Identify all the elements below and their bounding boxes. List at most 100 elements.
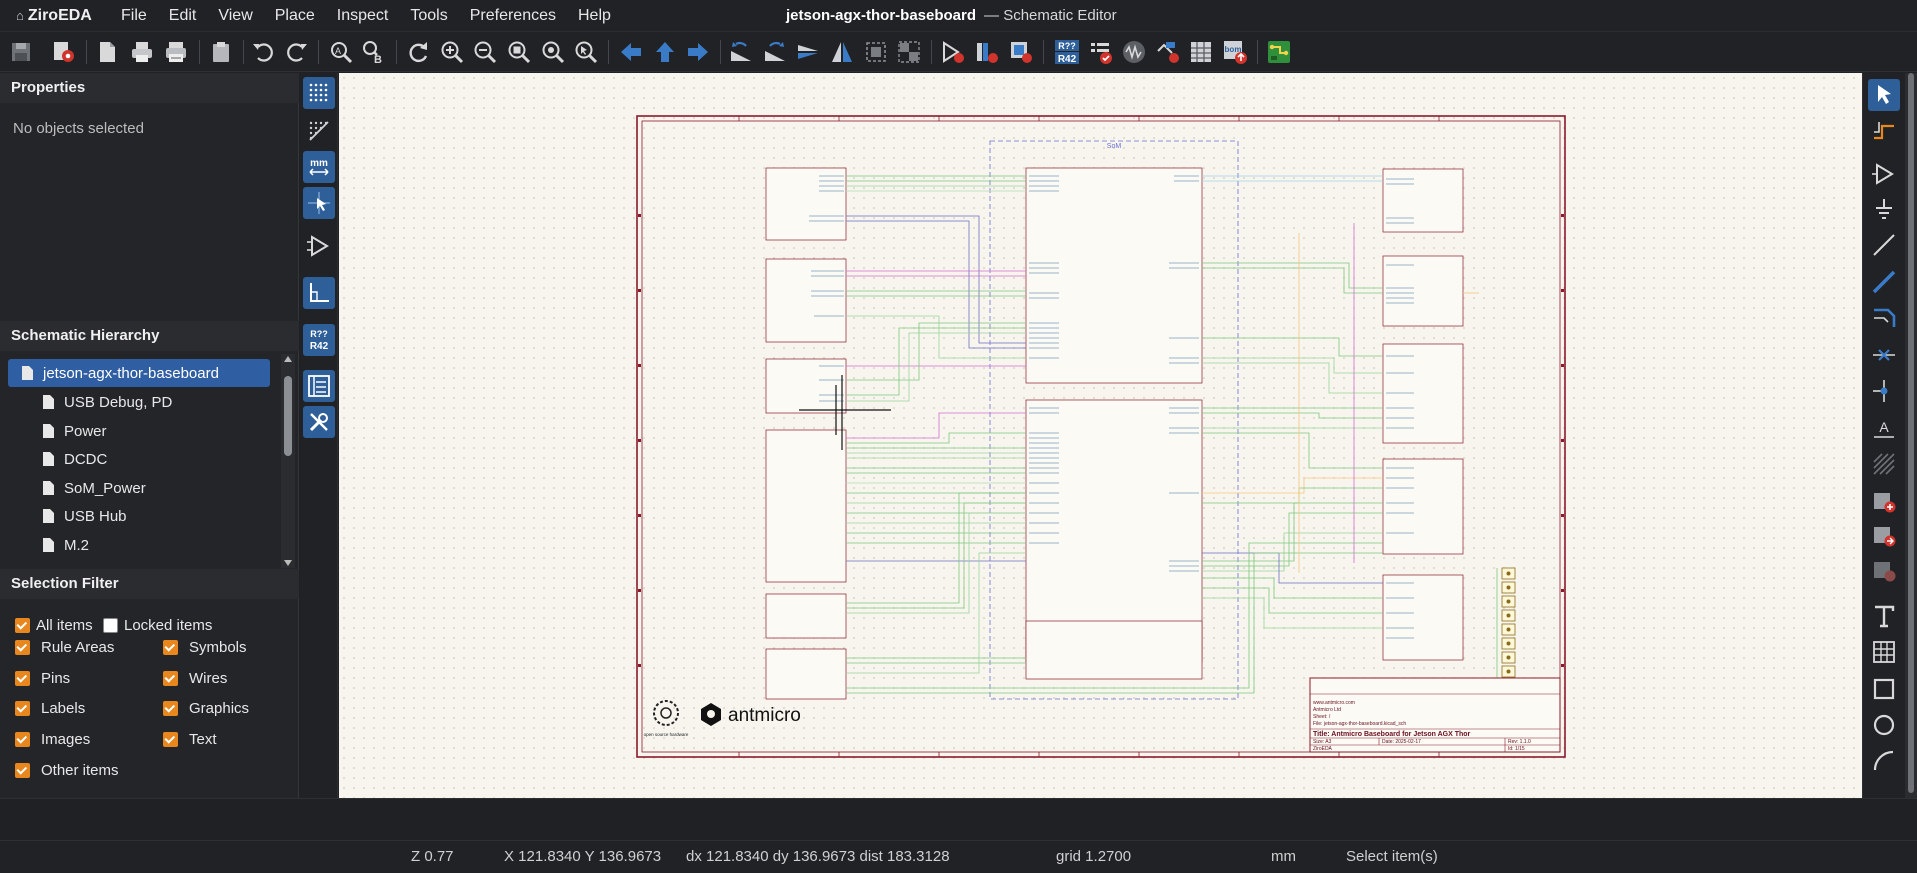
annotate-button[interactable]: R??R42	[1052, 37, 1082, 67]
checkbox-rule-areas[interactable]	[15, 639, 30, 655]
highlight-net-button[interactable]	[1868, 115, 1900, 147]
checkbox-pins[interactable]	[15, 670, 30, 686]
filter-symbols[interactable]: Symbols	[163, 636, 247, 658]
hierarchy-item-m2[interactable]: M.2	[43, 531, 89, 559]
hierarchy-scrollbar-thumb[interactable]	[284, 376, 292, 456]
checkbox-locked-items[interactable]	[103, 617, 118, 633]
mirror-vertical-button[interactable]	[793, 37, 823, 67]
add-sheet-button[interactable]	[1868, 485, 1900, 517]
menu-view[interactable]: View	[218, 6, 253, 24]
rotate-ccw-button[interactable]	[726, 37, 756, 67]
hierarchy-root[interactable]: jetson-agx-thor-baseboard	[8, 359, 270, 387]
menu-inspect[interactable]: Inspect	[336, 6, 389, 24]
filter-text[interactable]: Text	[163, 728, 217, 750]
checkbox-wires[interactable]	[163, 670, 178, 686]
navigate-up-button[interactable]	[650, 37, 680, 67]
schematic-setup-button[interactable]	[48, 37, 78, 67]
junction-button[interactable]	[1868, 375, 1900, 407]
hierarchy-item-usb-hub[interactable]: USB Hub	[43, 502, 127, 530]
sheet-pin-button[interactable]	[1868, 554, 1900, 586]
print-button[interactable]	[127, 37, 157, 67]
line-mode-button[interactable]	[303, 277, 335, 309]
filter-locked-items[interactable]: Locked items	[103, 614, 212, 636]
simulator-button[interactable]	[1119, 37, 1149, 67]
pcb-editor-button[interactable]	[1264, 37, 1294, 67]
hierarchy-item-power[interactable]: Power	[43, 417, 107, 445]
filter-other-items[interactable]: Other items	[15, 759, 119, 781]
menu-file[interactable]: File	[121, 6, 147, 24]
menu-preferences[interactable]: Preferences	[469, 6, 556, 24]
menu-edit[interactable]: Edit	[168, 6, 197, 24]
filter-graphics[interactable]: Graphics	[163, 697, 249, 719]
draw-circle-button[interactable]	[1868, 709, 1900, 741]
erc-button[interactable]	[1086, 37, 1116, 67]
zoom-objects-button[interactable]	[538, 37, 568, 67]
hierarchy-item-som-power[interactable]: SoM_Power	[43, 474, 146, 502]
ungroup-button[interactable]	[894, 37, 924, 67]
paste-button[interactable]	[206, 37, 236, 67]
import-sheet-button[interactable]	[1868, 519, 1900, 551]
toggle-grid-button[interactable]	[303, 77, 335, 109]
draw-wire-button[interactable]	[1868, 229, 1900, 261]
plot-button[interactable]	[161, 37, 191, 67]
place-power-button[interactable]	[1868, 193, 1900, 225]
redo-button[interactable]	[282, 37, 312, 67]
draw-arc-button[interactable]	[1868, 745, 1900, 777]
bus-alias-button[interactable]	[1153, 37, 1183, 67]
filter-pins[interactable]: Pins	[15, 667, 70, 689]
place-table-button[interactable]	[1868, 636, 1900, 668]
zoom-selection-button[interactable]	[571, 37, 601, 67]
place-label-button[interactable]: A	[1868, 413, 1900, 445]
filter-labels[interactable]: Labels	[15, 697, 85, 719]
footprint-assign-button[interactable]	[1006, 37, 1036, 67]
checkbox-other-items[interactable]	[15, 762, 30, 778]
symbol-editor-button[interactable]	[938, 37, 968, 67]
page-settings-button[interactable]	[92, 37, 122, 67]
properties-panel-button[interactable]	[303, 406, 335, 438]
menu-place[interactable]: Place	[274, 6, 315, 24]
pin-visibility-button[interactable]	[303, 230, 335, 262]
menu-help[interactable]: Help	[578, 6, 611, 24]
place-text-button[interactable]	[1868, 600, 1900, 632]
menu-tools[interactable]: Tools	[410, 6, 448, 24]
scroll-down-icon[interactable]	[284, 560, 292, 566]
scroll-up-icon[interactable]	[284, 356, 292, 362]
checkbox-graphics[interactable]	[163, 700, 178, 716]
symbol-library-button[interactable]	[972, 37, 1002, 67]
checkbox-text[interactable]	[163, 731, 178, 747]
units-button[interactable]: mm	[303, 151, 335, 183]
find-replace-button[interactable]: B	[359, 37, 389, 67]
no-connect-button[interactable]	[1868, 339, 1900, 371]
save-button[interactable]	[6, 37, 36, 67]
zoom-out-button[interactable]	[470, 37, 500, 67]
hierarchy-panel-button[interactable]	[303, 370, 335, 402]
undo-button[interactable]	[248, 37, 278, 67]
filter-wires[interactable]: Wires	[163, 667, 227, 689]
mirror-horizontal-button[interactable]	[827, 37, 857, 67]
navigate-forward-button[interactable]	[683, 37, 713, 67]
rule-area-button[interactable]	[1868, 448, 1900, 480]
rotate-cw-button[interactable]	[760, 37, 790, 67]
vertical-scrollbar[interactable]	[1905, 73, 1917, 798]
filter-rule-areas[interactable]: Rule Areas	[15, 636, 114, 658]
find-button[interactable]: A	[326, 37, 356, 67]
zoom-in-button[interactable]	[437, 37, 467, 67]
cursor-style-button[interactable]	[303, 187, 335, 219]
schematic-canvas[interactable]: SoM	[339, 73, 1862, 798]
checkbox-images[interactable]	[15, 731, 30, 747]
refresh-button[interactable]	[403, 37, 433, 67]
hierarchy-item-dcdc[interactable]: DCDC	[43, 445, 107, 473]
hierarchy-scrollbar[interactable]	[281, 354, 295, 568]
navigate-back-button[interactable]	[616, 37, 646, 67]
checkbox-symbols[interactable]	[163, 639, 178, 655]
vertical-scrollbar-thumb[interactable]	[1908, 73, 1914, 793]
draw-bus-button[interactable]	[1868, 266, 1900, 298]
grid-overrides-button[interactable]	[303, 115, 335, 147]
checkbox-labels[interactable]	[15, 700, 30, 716]
hierarchy-item-usb-debug-pd[interactable]: USB Debug, PD	[43, 388, 172, 416]
filter-all-items[interactable]: All items	[15, 614, 93, 636]
place-symbol-button[interactable]	[1868, 158, 1900, 190]
annotate-strip-button[interactable]: R??R42	[303, 324, 335, 356]
checkbox-all-items[interactable]	[15, 617, 30, 633]
bom-button[interactable]: bom	[1220, 37, 1250, 67]
